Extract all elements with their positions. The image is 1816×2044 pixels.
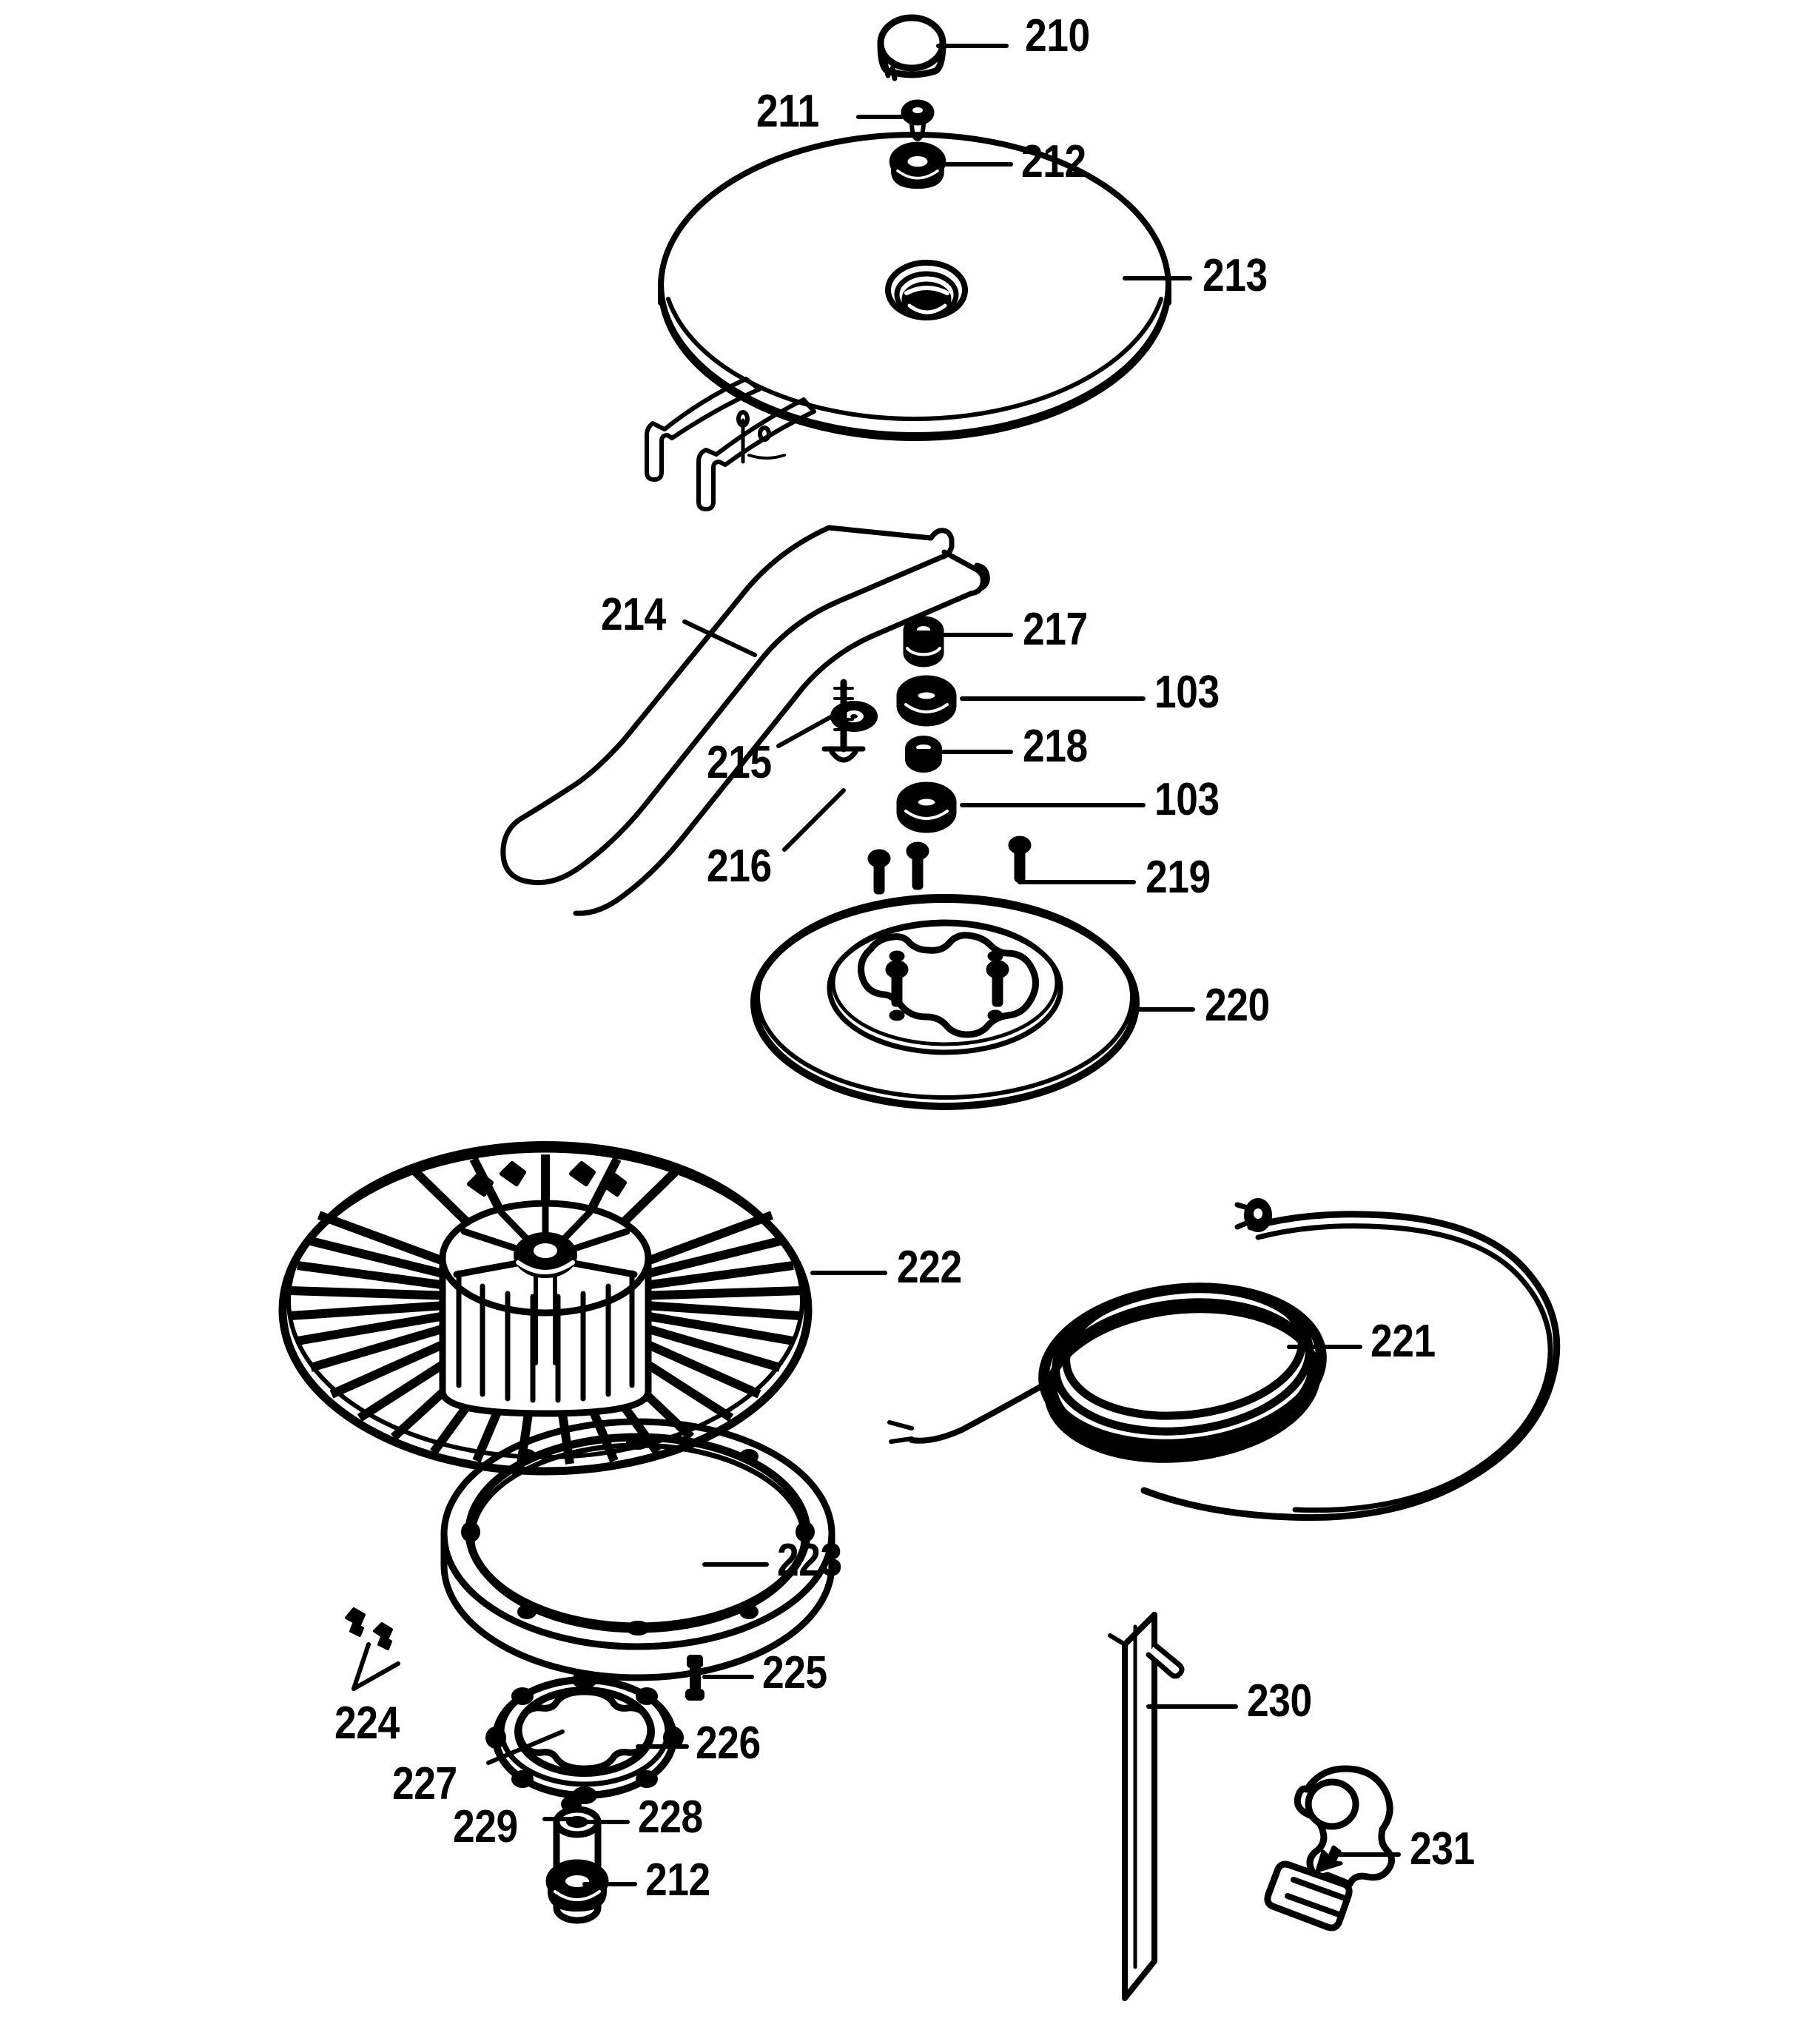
- callout-label-222: 222: [897, 1242, 962, 1293]
- callout-label-215: 215: [707, 737, 772, 788]
- leader-line-224-b: [352, 1661, 400, 1691]
- part-217-spacer-sleeve: [903, 616, 944, 668]
- callout-label-210: 210: [1025, 10, 1090, 61]
- callout-label-212b: 212: [645, 1855, 710, 1906]
- part-223-housing-ring: [440, 1418, 835, 1681]
- leader-line-227: [486, 1729, 565, 1765]
- callout-label-228: 228: [638, 1792, 703, 1843]
- callout-label-212a: 212: [1021, 136, 1086, 187]
- part-231-wire-clip: [1264, 1765, 1395, 1932]
- callout-label-219: 219: [1146, 852, 1211, 903]
- callout-label-216: 216: [707, 841, 772, 892]
- callout-label-213: 213: [1203, 250, 1268, 301]
- callout-label-214: 214: [601, 589, 666, 640]
- part-214-lift-arm: [500, 525, 990, 916]
- part-213-cutting-disc: [645, 132, 1171, 511]
- part-211-nut: [901, 99, 935, 141]
- part-227-hub-ring: [514, 1687, 655, 1777]
- callout-label-231: 231: [1410, 1823, 1475, 1875]
- part-225-screw: [685, 1655, 704, 1701]
- part-215-washer: [830, 701, 878, 732]
- part-218-spacer-washer: [905, 736, 942, 773]
- callout-label-225: 225: [762, 1647, 827, 1698]
- part-212-bearing-bottom: [545, 1859, 609, 1912]
- callout-label-229: 229: [453, 1801, 518, 1852]
- callout-label-230: 230: [1247, 1675, 1312, 1727]
- callout-label-224: 224: [334, 1698, 400, 1749]
- leader-line-216: [782, 788, 846, 852]
- callout-label-218: 218: [1023, 721, 1088, 772]
- leader-line-224: [352, 1642, 371, 1691]
- part-222-impeller-fan: [278, 1141, 813, 1476]
- part-103-bearing-upper: [898, 677, 955, 725]
- callout-label-103b: 103: [1154, 774, 1220, 825]
- callout-label-220: 220: [1205, 980, 1270, 1031]
- part-224-rivet-pair: [345, 1607, 393, 1650]
- callout-label-227: 227: [392, 1758, 457, 1809]
- callout-label-217: 217: [1023, 604, 1088, 655]
- part-230-ground-stake: [1108, 1612, 1185, 2001]
- part-216-screw: [821, 679, 866, 763]
- part-221-wire-coil: [887, 1198, 1561, 1522]
- part-103-bearing-lower: [898, 784, 955, 831]
- part-212-bearing-top: [889, 141, 946, 189]
- callout-label-211: 211: [756, 86, 819, 137]
- callout-label-223: 223: [777, 1535, 842, 1586]
- callout-label-103a: 103: [1154, 667, 1220, 718]
- callout-label-221: 221: [1371, 1316, 1436, 1367]
- part-220-blade-disc: [750, 894, 1140, 1110]
- leader-line-215: [776, 710, 842, 748]
- part-219-screws: [867, 836, 1032, 1007]
- callout-label-226: 226: [696, 1718, 761, 1769]
- callout-leader-lines: [352, 44, 1401, 1886]
- part-210-cap: [877, 14, 946, 81]
- leader-line-214: [682, 619, 757, 657]
